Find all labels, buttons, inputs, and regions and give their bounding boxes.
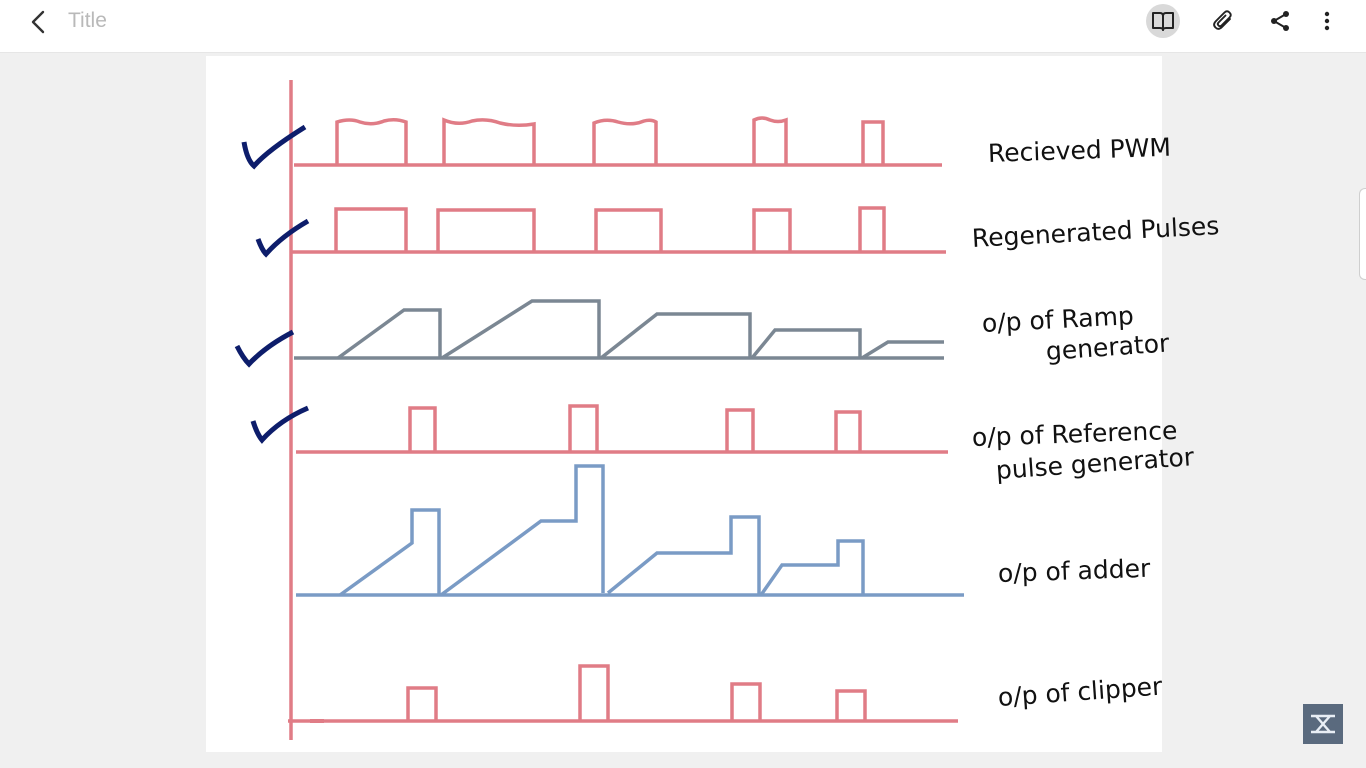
- share-icon: [1271, 11, 1289, 31]
- share-button[interactable]: [1263, 4, 1297, 38]
- attach-button[interactable]: [1206, 4, 1240, 38]
- book-icon: [1152, 12, 1174, 31]
- channel-logo: [1303, 704, 1343, 744]
- reference-pulse-waveform: [296, 404, 948, 454]
- reading-mode-button[interactable]: [1146, 4, 1180, 38]
- more-vertical-icon: [1324, 11, 1330, 31]
- scroll-handle[interactable]: [1359, 188, 1366, 280]
- label-received-pwm: Recieved PWM: [987, 132, 1172, 168]
- page-title[interactable]: Title: [68, 9, 107, 32]
- check-marks: [234, 124, 310, 444]
- label-adder-output: o/p of adder: [997, 553, 1151, 588]
- more-options-button[interactable]: [1310, 4, 1344, 38]
- back-button[interactable]: [22, 6, 54, 38]
- adder-output-waveform: [296, 464, 964, 597]
- top-app-bar: Title: [0, 0, 1366, 53]
- ramp-output-waveform: [294, 299, 944, 360]
- check-icon: [250, 405, 309, 444]
- logo-icon: [1311, 714, 1335, 734]
- received-pwm-waveform: [294, 116, 942, 167]
- check-icon: [255, 218, 310, 258]
- back-icon: [31, 10, 45, 34]
- clipper-output-waveform: [288, 664, 958, 723]
- check-icon: [241, 124, 307, 170]
- check-icon: [234, 329, 295, 368]
- note-page: [206, 56, 1162, 752]
- regenerated-pulses-waveform: [290, 206, 946, 254]
- paperclip-icon: [1213, 10, 1232, 30]
